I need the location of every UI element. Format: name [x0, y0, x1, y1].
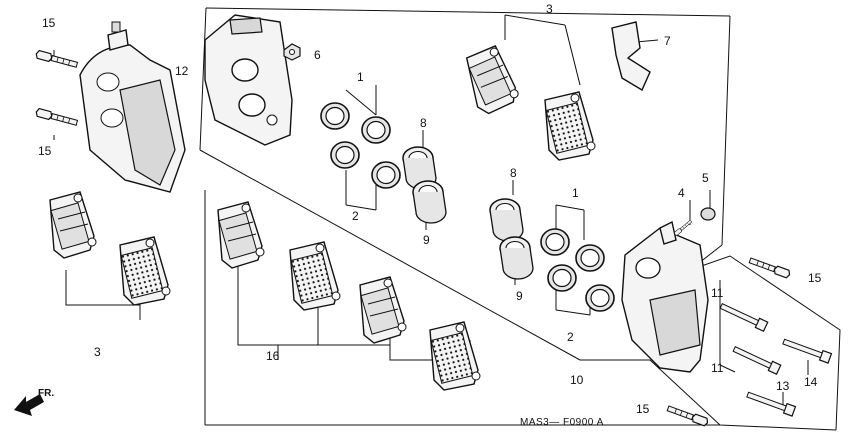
- bolt-15-left-bottom: [34, 107, 79, 128]
- bolt-15-right: [748, 256, 792, 280]
- caliper-housing-bottom: [621, 220, 709, 373]
- callout-1-bottom: 1: [572, 186, 579, 200]
- pin-13: [745, 389, 797, 417]
- pad-spring-7: [611, 21, 651, 92]
- callout-7: 7: [664, 34, 671, 48]
- pad-16-a: [217, 201, 265, 269]
- callout-14: 14: [804, 375, 818, 389]
- callout-16: 16: [266, 349, 280, 363]
- callout-4: 4: [678, 186, 685, 200]
- seal-rings-top: [320, 102, 401, 189]
- bolt-15-bottom: [666, 404, 710, 428]
- callout-15-right: 15: [808, 271, 822, 285]
- callout-15-left: 15: [38, 144, 52, 158]
- pad-3-left-b: [119, 236, 171, 306]
- pad-3-top-a: [464, 43, 522, 117]
- front-direction-arrow: FR.: [14, 388, 54, 416]
- callout-5: 5: [702, 171, 709, 185]
- bracket-lines: [53, 7, 841, 431]
- pin-11-b: [731, 343, 782, 375]
- callout-8-bottom: 8: [510, 166, 517, 180]
- nut-6: [283, 43, 301, 61]
- pad-16-c: [359, 276, 407, 344]
- callout-12: 12: [175, 64, 189, 78]
- callout-11-lower: 11: [711, 361, 724, 375]
- bolt-15-left-top: [34, 49, 79, 70]
- pad-3-top-b: [544, 91, 596, 161]
- direction-label: FR.: [38, 388, 54, 399]
- bleeder-cap-5: [700, 207, 716, 221]
- callout-9-bottom: 9: [516, 289, 523, 303]
- seal-rings-bottom: [540, 228, 615, 312]
- callout-9-top: 9: [423, 233, 430, 247]
- pin-11-a: [718, 300, 769, 332]
- caliper-housing-top: [204, 14, 293, 146]
- callout-1-top: 1: [357, 70, 364, 84]
- callout-11-upper: 11: [711, 286, 724, 300]
- callout-8-top: 8: [420, 116, 427, 130]
- callout-2-top: 2: [352, 209, 359, 223]
- callout-labels: 15 15 12 3 6 7 1 8 2 9 8 1 4 5 9 2 10 15…: [38, 2, 822, 428]
- callout-3-left: 3: [94, 345, 101, 359]
- pad-3-left-a: [49, 191, 97, 259]
- pad-16-b: [289, 241, 341, 311]
- callout-3-top: 3: [546, 2, 553, 16]
- callout-2-bottom: 2: [567, 330, 574, 344]
- callout-10: 10: [570, 373, 584, 387]
- caliper-assembly-left: [79, 21, 186, 193]
- callout-13: 13: [776, 379, 790, 393]
- bleeder-screw-4: [673, 219, 693, 237]
- pistons-bottom: [489, 198, 534, 280]
- callout-6: 6: [314, 48, 321, 62]
- pistons-top: [402, 146, 447, 224]
- drawing-code: MAS3— F0900 A: [520, 417, 604, 428]
- pad-16-d: [429, 321, 481, 391]
- callout-15-bottom: 15: [636, 402, 650, 416]
- callout-15-top-left: 15: [42, 16, 56, 30]
- pin-14: [781, 336, 833, 364]
